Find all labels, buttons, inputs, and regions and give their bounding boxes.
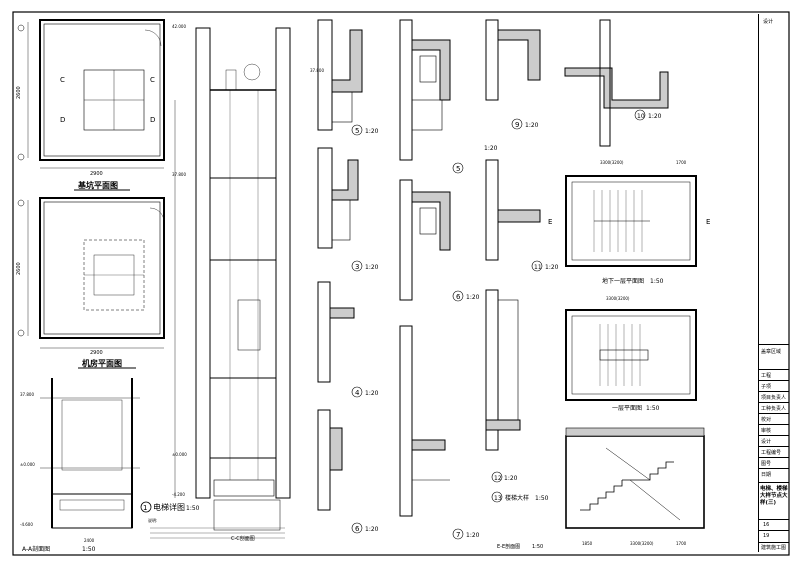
svg-text:1:20: 1:20	[365, 264, 379, 271]
stair-section: 1850 3300(3200) 1700	[565, 427, 705, 546]
svg-text:1:20: 1:20	[365, 526, 379, 533]
tb-footer: 建筑施工图	[761, 545, 787, 551]
svg-text:2900: 2900	[90, 350, 103, 356]
tb-row-4: 校对	[761, 417, 772, 423]
svg-text:5: 5	[355, 127, 359, 135]
tb-row-7: 工程编号	[761, 450, 782, 456]
ground-stair-plan: 3300(3200) 一层平面图 1:50	[565, 296, 697, 412]
svg-text:1850: 1850	[582, 541, 593, 546]
svg-text:1:20: 1:20	[365, 128, 379, 135]
basement-plan-title: 地下一层平面图	[602, 277, 644, 285]
svg-text:1:20: 1:20	[484, 145, 498, 152]
title-block: 设计 盖章区域 工程 子项 项目负责人 工种负责人 校对 审核 设计 工程编号 …	[758, 14, 789, 552]
svg-text:1:50: 1:50	[650, 278, 664, 285]
svg-text:1700: 1700	[676, 160, 687, 165]
elevator-section: 42.000 37.800 ±0.000 -4.200 C-C剖面图	[172, 24, 291, 542]
tb-sheet-no: 16	[763, 522, 770, 528]
tb-row-5: 审核	[761, 428, 772, 434]
svg-text:E: E	[706, 218, 710, 226]
svg-text:1:20: 1:20	[466, 294, 480, 301]
detail-column-2: 5 1:20 6 1:20 7 1:20	[399, 19, 498, 540]
svg-text:1:50: 1:50	[646, 405, 660, 412]
svg-text:1700: 1700	[676, 541, 687, 546]
svg-text:E: E	[548, 218, 552, 226]
svg-text:4: 4	[355, 389, 360, 397]
svg-text:3: 3	[355, 263, 359, 271]
sheet-border	[12, 11, 790, 556]
tb-row-6: 设计	[761, 439, 772, 445]
svg-text:9: 9	[515, 121, 519, 129]
detail-column-3: 9 1:20 11 1:20 12 1:20 13 楼梯大样 1:50 E-E剖…	[485, 19, 559, 550]
section-aa-title: A-A剖面图	[22, 545, 50, 553]
tb-company: 设计	[763, 19, 774, 25]
svg-text:楼梯大样: 楼梯大样	[505, 494, 529, 502]
section-cc-title: C-C剖面图	[231, 535, 255, 542]
tb-row-2: 项目负责人	[761, 395, 787, 401]
svg-text:3300(3200): 3300(3200)	[606, 296, 630, 301]
svg-text:3300(3200): 3300(3200)	[600, 160, 624, 165]
svg-text:1:20: 1:20	[504, 475, 518, 482]
svg-text:5: 5	[456, 165, 460, 173]
svg-text:10: 10	[637, 113, 645, 120]
svg-text:1:50: 1:50	[532, 544, 543, 550]
detail-10: 10 1:20	[564, 19, 669, 147]
pit-plan: C D C D 2900 2600 基坑平面图	[16, 19, 165, 191]
svg-text:1:20: 1:20	[525, 122, 539, 129]
svg-text:2600: 2600	[16, 262, 22, 275]
tb-row-1: 子项	[761, 384, 772, 390]
tb-row-8: 图号	[761, 461, 772, 467]
svg-text:-4.200: -4.200	[172, 492, 185, 497]
tb-sheet-total: 19	[763, 533, 770, 539]
svg-text:1:50: 1:50	[535, 495, 549, 502]
svg-text:13: 13	[494, 495, 502, 502]
svg-text:1:50: 1:50	[82, 546, 96, 553]
svg-text:1:20: 1:20	[466, 532, 480, 539]
svg-text:电梯详图: 电梯详图	[153, 502, 185, 512]
svg-text:12: 12	[494, 475, 502, 482]
tb-drawing-title: 电梯、楼梯大样节点大样(三)	[760, 486, 788, 506]
section-mark-c: C	[60, 76, 65, 84]
svg-text:11: 11	[534, 264, 542, 271]
svg-text:42.000: 42.000	[172, 24, 186, 29]
basement-stair-plan: E E 3300(3200) 1700 地下一层平面图 1:50	[548, 160, 710, 285]
tb-row-0: 工程	[761, 373, 772, 379]
elevator-detail-label: 1 电梯详图 1:50 说明:	[140, 501, 285, 539]
tb-row-3: 工种负责人	[761, 406, 787, 412]
svg-text:37.800: 37.800	[172, 172, 186, 177]
pit-width-dim: 2900	[90, 171, 103, 177]
svg-text:-4.600: -4.600	[20, 522, 33, 527]
svg-text:2600: 2600	[16, 86, 22, 99]
svg-text:1:50: 1:50	[186, 505, 200, 512]
detail-column-1: 37.800 5 1:20 3 1:20 4 1:20 6 1:20	[310, 19, 379, 534]
svg-text:6: 6	[456, 293, 461, 301]
tb-row-9: 日期	[761, 472, 772, 478]
svg-text:说明:: 说明:	[148, 517, 157, 523]
svg-text:1:20: 1:20	[365, 390, 379, 397]
pit-plan-title: 基坑平面图	[77, 180, 118, 190]
svg-text:2400: 2400	[84, 538, 95, 543]
ground-plan-title: 一层平面图	[612, 405, 642, 412]
svg-text:D: D	[60, 116, 65, 124]
svg-text:D: D	[150, 116, 155, 124]
svg-text:1:20: 1:20	[648, 113, 662, 120]
machine-room-title: 机房平面图	[82, 358, 122, 368]
svg-text:1: 1	[143, 504, 147, 512]
tb-stamp: 盖章区域	[761, 349, 782, 355]
machine-room-plan: 2900 2600 机房平面图	[16, 197, 165, 369]
svg-text:1:20: 1:20	[545, 264, 559, 271]
svg-text:±0.000: ±0.000	[20, 462, 35, 467]
svg-text:7: 7	[456, 531, 460, 539]
svg-text:37.800: 37.800	[310, 68, 324, 73]
svg-text:E-E剖面图: E-E剖面图	[497, 543, 520, 550]
svg-text:±0.000: ±0.000	[172, 452, 187, 457]
svg-text:37.800: 37.800	[20, 392, 34, 397]
section-aa: 37.800 ±0.000 -4.600 2400 A-A剖面图 1:50	[20, 378, 140, 553]
svg-text:3300(3200): 3300(3200)	[630, 541, 654, 546]
svg-text:C: C	[150, 76, 155, 84]
svg-text:6: 6	[355, 525, 360, 533]
